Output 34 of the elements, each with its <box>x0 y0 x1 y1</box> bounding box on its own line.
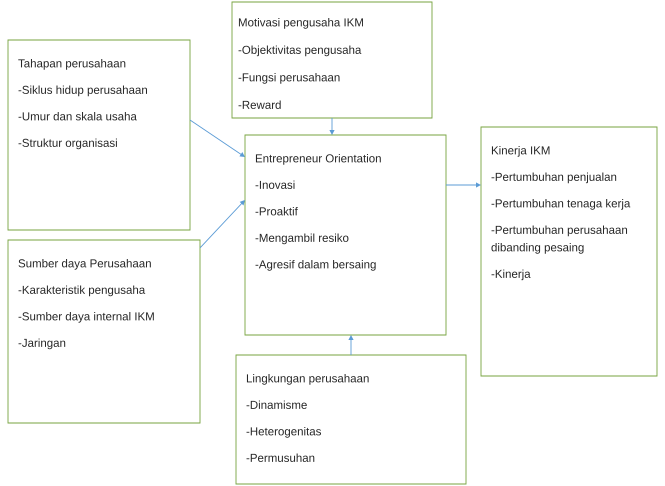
list-item: -Proaktif <box>256 207 298 216</box>
list-item: -Pertumbuhan penjualan <box>492 172 616 184</box>
list-item: -Sumber daya internal IKM <box>18 312 154 323</box>
list-item: -Struktur organisasi <box>18 138 117 150</box>
box-heading: Tahapan perusahaan <box>18 59 126 70</box>
list-item: -Karakteristik pengusaha <box>18 286 146 296</box>
arrow <box>190 120 245 157</box>
list-item: -Dinamisme <box>246 400 307 409</box>
list-item: -Agresif dalam bersaing <box>256 260 376 271</box>
box-heading: Sumber daya Perusahaan <box>18 259 151 270</box>
box-heading: Motivasi pengusaha IKM <box>238 18 363 29</box>
text-box <box>8 240 200 424</box>
list-item: -Objektivitas pengusaha <box>238 46 362 56</box>
text-box <box>236 354 466 484</box>
box-heading: Entrepreneur Orientation <box>256 154 381 165</box>
list-item: -Mengambil resiko <box>256 234 348 244</box>
list-item: -Jaringan <box>18 338 66 350</box>
list-item: -Reward <box>238 100 281 109</box>
text-box <box>244 134 446 336</box>
list-item: -Permusuhan <box>246 454 314 462</box>
list-item: -Kinerja <box>492 270 531 280</box>
text-box <box>8 40 190 230</box>
list-item: -Inovasi <box>256 180 294 189</box>
text-box <box>480 126 658 376</box>
list-item: -Pertumbuhan perusahaan dibanding pesaing <box>491 226 628 254</box>
list-item: -Umur dan skala usaha <box>18 112 137 120</box>
list-item: -Pertumbuhan tenaga kerja <box>492 199 630 210</box>
arrow <box>200 200 245 248</box>
text-box <box>232 2 432 118</box>
list-item: -Siklus hidup perusahaan <box>18 86 147 96</box>
list-item: -Fungsi perusahaan <box>238 73 340 84</box>
box-heading: Lingkungan perusahaan <box>246 374 369 385</box>
box-heading: Kinerja IKM <box>492 146 550 157</box>
list-item: -Heterogenitas <box>246 427 321 438</box>
